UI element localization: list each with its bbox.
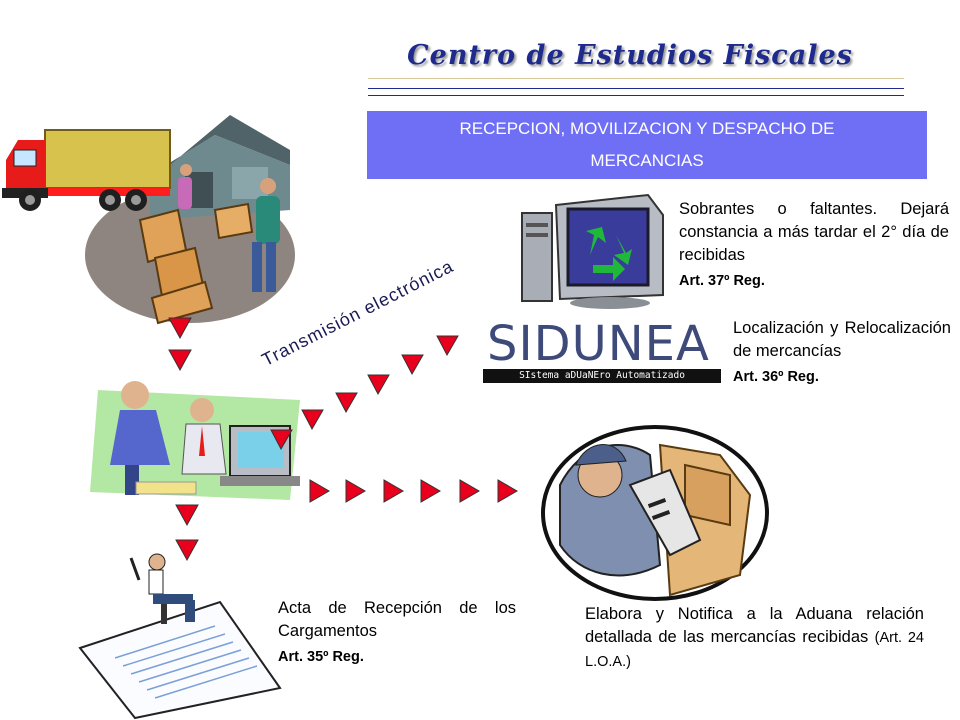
acta-article: Art. 35º Reg. <box>278 649 364 665</box>
right-arrow-1 <box>309 479 330 503</box>
banner-text: RECEPCION, MOVILIZACION Y DESPACHO DE ME… <box>459 119 835 170</box>
document-person-icon <box>78 553 282 720</box>
header-rule-top <box>368 78 904 79</box>
localizacion-text: Localización y Relocalización de mercanc… <box>733 319 951 360</box>
page-title: Centro de Estudios Fiscales <box>407 40 853 71</box>
acta-text: Acta de Recepción de los Cargamentos <box>278 599 516 640</box>
office-workers-icon <box>90 381 300 500</box>
right-arrow-6 <box>497 479 518 503</box>
right-arrow-4 <box>420 479 441 503</box>
right-arrow-5 <box>459 479 480 503</box>
step-acta: Acta de Recepción de los Cargamentos Art… <box>278 597 516 669</box>
header-rule-bottom <box>368 95 904 96</box>
truck-warehouse-icon <box>2 115 295 325</box>
step-elabora: Elabora y Notifica a la Aduana relación … <box>585 603 924 674</box>
diagonal-arrow-3 <box>335 392 358 414</box>
localizacion-article: Art. 36º Reg. <box>733 369 819 385</box>
sobrantes-text: Sobrantes o faltantes. Dejará constancia… <box>679 200 949 264</box>
down-arrow-2 <box>168 349 192 372</box>
right-arrow-3 <box>383 479 404 503</box>
step-sobrantes: Sobrantes o faltantes. Dejará constancia… <box>679 198 949 293</box>
elabora-article: (Art. 24 L.O.A.) <box>585 630 924 670</box>
right-arrow-2 <box>345 479 366 503</box>
diagonal-arrow-4 <box>367 374 390 396</box>
step-localizacion: Localización y Relocalización de mercanc… <box>733 317 951 389</box>
elabora-text: Elabora y Notifica a la Aduana relación … <box>585 605 924 646</box>
diagonal-arrow-1 <box>270 429 293 451</box>
down-arrow-4 <box>175 539 199 562</box>
customs-worker-icon <box>541 425 769 601</box>
down-arrow-1 <box>168 317 192 340</box>
sidunea-logo: SIDUNEA SIstema aDUaNEro Automatizado <box>473 317 725 384</box>
sidunea-tagline: SIstema aDUaNEro Automatizado <box>483 369 721 383</box>
section-banner: RECEPCION, MOVILIZACION Y DESPACHO DE ME… <box>367 111 927 179</box>
diagonal-arrow-5 <box>401 354 424 376</box>
sidunea-logo-text: SIDUNEA <box>487 316 710 372</box>
down-arrow-3 <box>175 504 199 527</box>
diagonal-arrow-2 <box>301 409 324 431</box>
header-rule-middle <box>368 88 904 89</box>
diagonal-arrow-6 <box>436 335 459 357</box>
recycle-computer-icon <box>521 193 664 309</box>
sobrantes-article: Art. 37º Reg. <box>679 273 765 289</box>
